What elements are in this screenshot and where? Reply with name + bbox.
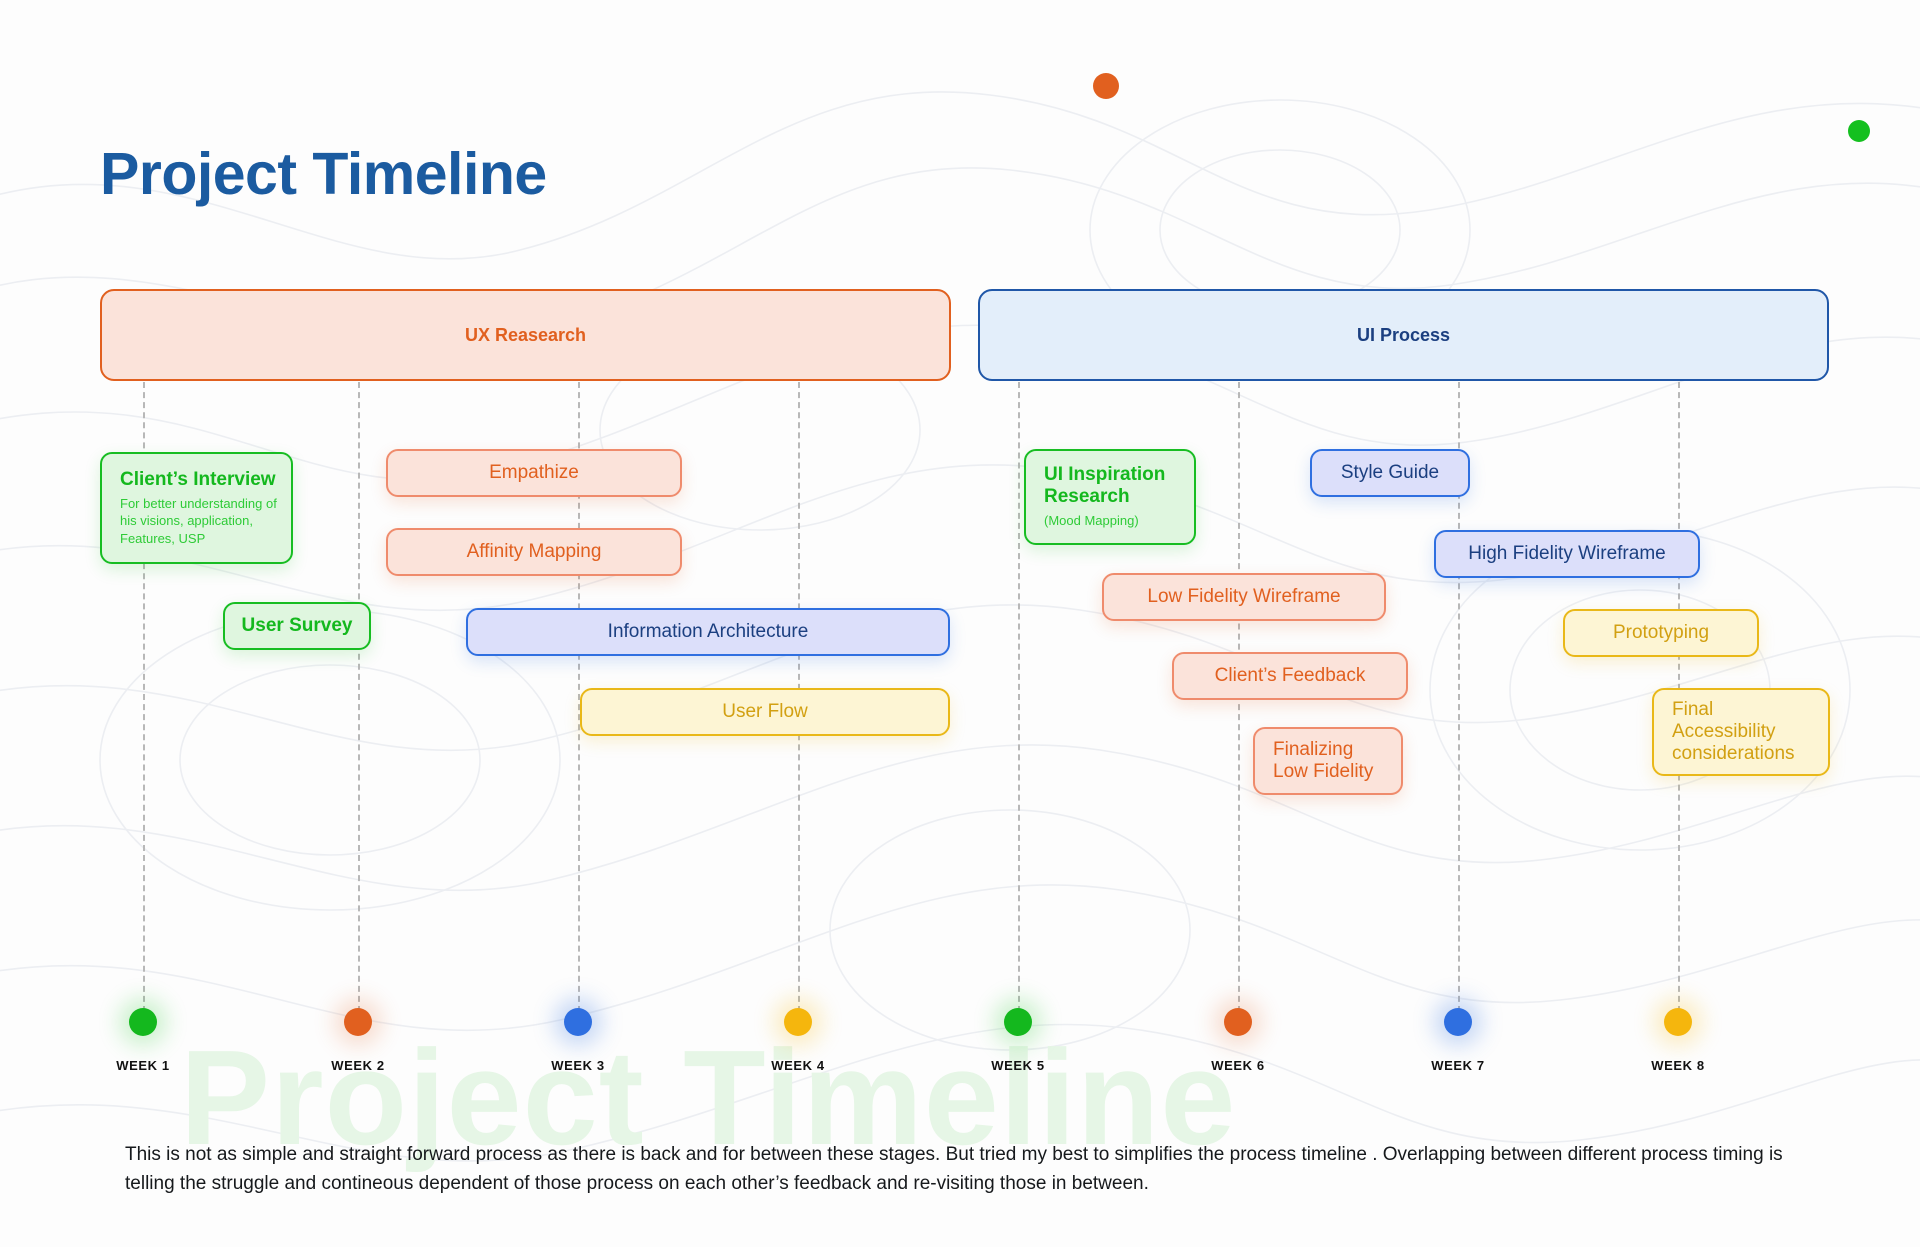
phase-label-ux-research: UX Reasearch — [464, 324, 587, 345]
week-label: WEEK 6 — [1211, 1058, 1265, 1073]
week-marker-8[interactable]: WEEK 8 — [1638, 1008, 1718, 1088]
week-marker-1[interactable]: WEEK 1 — [103, 1008, 183, 1088]
task-card-affinity-mapping[interactable]: Affinity Mapping — [386, 528, 682, 576]
task-card-finalizing-low-fidelity[interactable]: Finalizing Low Fidelity — [1253, 727, 1403, 795]
task-card-title: Affinity Mapping — [466, 541, 602, 563]
task-card-clients-feedback[interactable]: Client’s Feedback — [1172, 652, 1408, 700]
week-marker-4[interactable]: WEEK 4 — [758, 1008, 838, 1088]
task-card-title: High Fidelity Wireframe — [1468, 543, 1666, 565]
task-card-empathize[interactable]: Empathize — [386, 449, 682, 497]
task-card-title: Empathize — [489, 462, 579, 484]
week-label: WEEK 1 — [116, 1058, 170, 1073]
task-card-prototyping[interactable]: Prototyping — [1563, 609, 1759, 657]
week-guideline-2 — [358, 382, 360, 1012]
task-card-clients-interview[interactable]: Client’s Interview For better understand… — [100, 452, 293, 564]
week-marker-6[interactable]: WEEK 6 — [1198, 1008, 1278, 1088]
task-card-title: Low Fidelity Wireframe — [1147, 586, 1341, 608]
task-card-subtitle: (Mood Mapping) — [1044, 513, 1139, 529]
week-dot-icon — [1224, 1008, 1252, 1036]
phase-header-ui-process: UI Process — [978, 289, 1829, 381]
week-guideline-5 — [1018, 382, 1020, 1012]
week-dot-icon — [1664, 1008, 1692, 1036]
task-card-title: User Survey — [241, 615, 353, 637]
week-label: WEEK 7 — [1431, 1058, 1485, 1073]
week-dot-icon — [1004, 1008, 1032, 1036]
page-title: Project Timeline — [100, 141, 547, 207]
week-marker-3[interactable]: WEEK 3 — [538, 1008, 618, 1088]
week-label: WEEK 3 — [551, 1058, 605, 1073]
phase-label-ui-process: UI Process — [1356, 324, 1451, 345]
phase-header-ux-research: UX Reasearch — [100, 289, 951, 381]
week-marker-5[interactable]: WEEK 5 — [978, 1008, 1058, 1088]
task-card-title: Client’s Interview — [120, 468, 276, 490]
week-marker-2[interactable]: WEEK 2 — [318, 1008, 398, 1088]
task-card-subtitle: For better understanding of his visions,… — [120, 495, 277, 546]
green-accent-dot — [1848, 120, 1870, 142]
week-dot-icon — [1444, 1008, 1472, 1036]
footer-note: This is not as simple and straight forwa… — [125, 1144, 1783, 1195]
task-card-final-accessibility-considerations[interactable]: Final Accessibility considerations — [1652, 688, 1830, 776]
week-dot-icon — [129, 1008, 157, 1036]
task-card-title: Finalizing Low Fidelity — [1273, 739, 1374, 782]
task-card-title: Prototyping — [1612, 622, 1710, 644]
task-card-low-fidelity-wireframe[interactable]: Low Fidelity Wireframe — [1102, 573, 1386, 621]
week-label: WEEK 2 — [331, 1058, 385, 1073]
orange-accent-dot — [1093, 73, 1119, 99]
task-card-ui-inspiration-research[interactable]: UI Inspiration Research (Mood Mapping) — [1024, 449, 1196, 545]
task-card-title: UI Inspiration Research — [1044, 464, 1166, 508]
week-dot-icon — [784, 1008, 812, 1036]
task-card-high-fidelity-wireframe[interactable]: High Fidelity Wireframe — [1434, 530, 1700, 578]
week-label: WEEK 5 — [991, 1058, 1045, 1073]
week-dot-icon — [564, 1008, 592, 1036]
task-card-style-guide[interactable]: Style Guide — [1310, 449, 1470, 497]
task-card-information-architecture[interactable]: Information Architecture — [466, 608, 950, 656]
task-card-user-flow[interactable]: User Flow — [580, 688, 950, 736]
week-label: WEEK 4 — [771, 1058, 825, 1073]
week-marker-7[interactable]: WEEK 7 — [1418, 1008, 1498, 1088]
task-card-title: Style Guide — [1340, 462, 1440, 484]
task-card-user-survey[interactable]: User Survey — [223, 602, 371, 650]
task-card-title: User Flow — [722, 701, 808, 723]
week-dot-icon — [344, 1008, 372, 1036]
task-card-title: Information Architecture — [607, 621, 809, 643]
task-card-title: Final Accessibility considerations — [1672, 699, 1795, 764]
week-label: WEEK 8 — [1651, 1058, 1705, 1073]
task-card-title: Client’s Feedback — [1214, 665, 1366, 687]
